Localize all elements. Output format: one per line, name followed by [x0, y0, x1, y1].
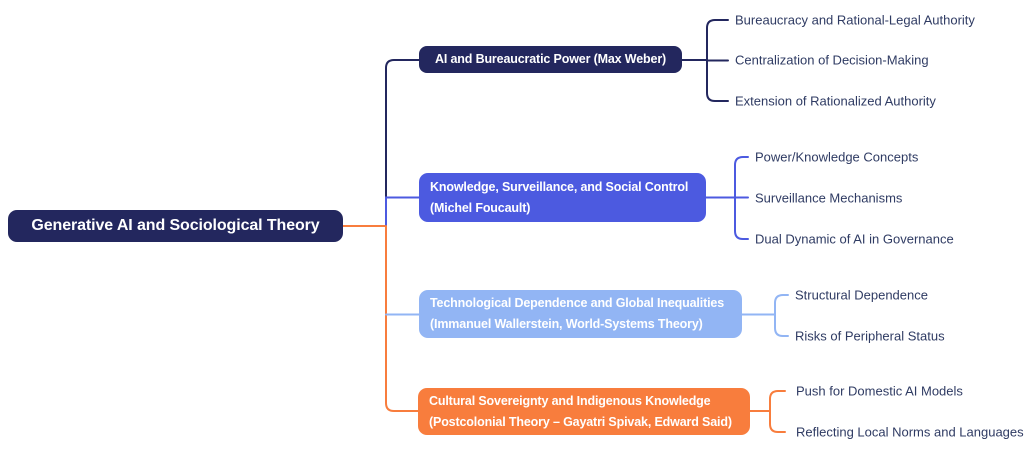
leaf-wallerstein-structural: Structural Dependence — [795, 287, 928, 303]
connector-branch-foucault — [385, 196, 420, 227]
leaf-weber-centralization: Centralization of Decision-Making — [735, 52, 929, 68]
root-node-label: Generative AI and Sociological Theory — [31, 217, 320, 234]
branch-node-wallerstein: Technological Dependence and Global Ineq… — [419, 290, 742, 338]
branch-node-label: AI and Bureaucratic Power (Max Weber) — [434, 52, 667, 66]
branch-node-foucault: Knowledge, Surveillance, and Social Cont… — [419, 173, 706, 222]
branch-node-weber: AI and Bureaucratic Power (Max Weber) — [419, 46, 682, 73]
branch-node-postcolonial: Cultural Sovereignty and Indigenous Know… — [418, 388, 750, 435]
bracket-postcolonial — [749, 390, 786, 433]
bracket-weber — [681, 19, 729, 102]
leaf-foucault-dual-dynamic: Dual Dynamic of AI in Governance — [755, 231, 954, 247]
root-node: Generative AI and Sociological Theory — [8, 210, 343, 242]
leaf-postcolonial-local-norms: Reflecting Local Norms and Languages — [796, 424, 1024, 440]
branch-node-sublabel: (Immanuel Wallerstein, World-Systems The… — [430, 317, 703, 331]
leaf-postcolonial-domestic-models: Push for Domestic AI Models — [796, 383, 963, 399]
bracket-foucault — [705, 156, 749, 240]
branch-node-sublabel: (Michel Foucault) — [430, 200, 531, 215]
branch-node-sublabel: (Postcolonial Theory – Gayatri Spivak, E… — [429, 414, 732, 429]
bracket-wallerstein — [741, 294, 789, 337]
branch-node-label: Technological Dependence and Global Ineq… — [430, 296, 725, 310]
connector-branch-postcolonial — [385, 225, 419, 412]
leaf-foucault-power-knowledge: Power/Knowledge Concepts — [755, 149, 919, 165]
leaf-foucault-surveillance: Surveillance Mechanisms — [755, 190, 903, 206]
leaf-weber-bureaucracy: Bureaucracy and Rational-Legal Authority — [735, 12, 975, 28]
branch-node-label: Knowledge, Surveillance, and Social Cont… — [430, 179, 689, 194]
branch-node-label: Cultural Sovereignty and Indigenous Know… — [429, 393, 711, 408]
leaf-weber-extension: Extension of Rationalized Authority — [735, 93, 936, 109]
leaf-wallerstein-peripheral: Risks of Peripheral Status — [795, 328, 945, 344]
connector-branch-weber — [385, 59, 420, 198]
